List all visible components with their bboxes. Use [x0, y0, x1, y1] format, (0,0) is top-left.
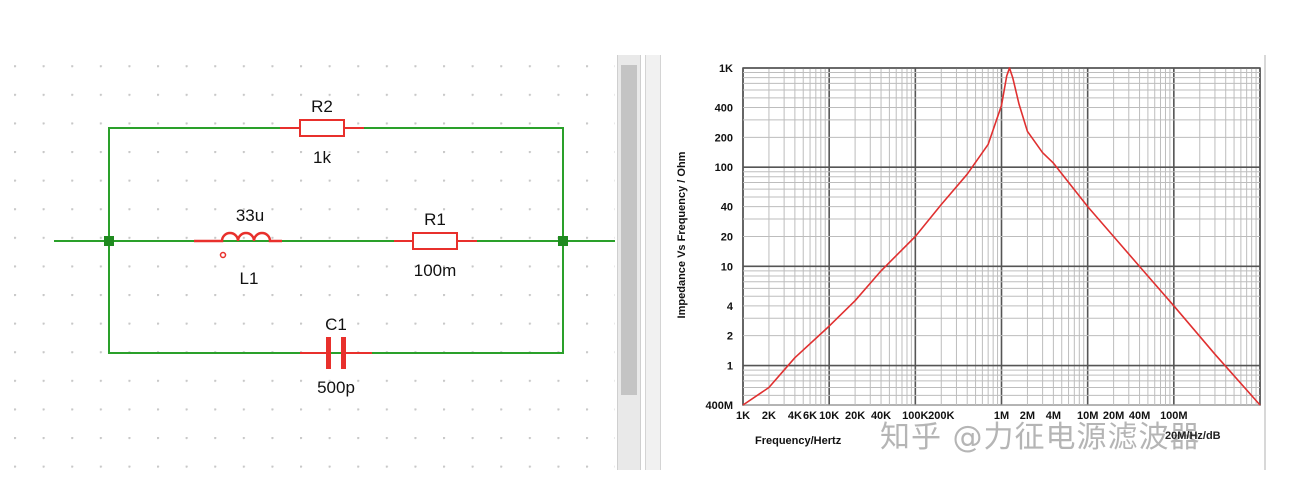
y-tick-label: 4 — [727, 301, 734, 313]
r2-ref-label: R2 — [311, 97, 333, 116]
y-tick-label: 1 — [727, 361, 733, 373]
y-tick-label: 200 — [715, 132, 733, 144]
y-tick-labels: 1K 400 200 100 40 20 10 4 2 1 400M — [705, 63, 733, 412]
x-tick-label: 4M — [1046, 410, 1061, 422]
y-tick-label: 100 — [715, 162, 733, 174]
scrollbar-thumb[interactable] — [621, 65, 637, 395]
right-border — [1264, 55, 1266, 470]
y-tick-label: 400M — [705, 400, 733, 412]
x-tick-label: 10M — [1077, 410, 1098, 422]
x-tick-label: 20M — [1103, 410, 1124, 422]
schematic-canvas: R2 1k 33u L1 R1 100m C1 500p — [0, 50, 618, 470]
y-tick-label: 10 — [721, 261, 733, 273]
x-tick-label: 200K — [928, 410, 954, 422]
r1-value-label: 100m — [414, 261, 457, 280]
x-tick-label: 20K — [845, 410, 865, 422]
x-tick-label: 10K — [819, 410, 839, 422]
c1-value-label: 500p — [317, 378, 355, 397]
inductor-l1[interactable]: 33u L1 — [194, 206, 282, 288]
junction-node-left — [104, 236, 114, 246]
capacitor-c1[interactable]: C1 500p — [300, 315, 372, 397]
l1-ref-label: L1 — [240, 269, 259, 288]
y-tick-label: 2 — [727, 331, 733, 343]
y-tick-label: 40 — [721, 202, 733, 214]
c1-ref-label: C1 — [325, 315, 347, 334]
y-tick-label: 400 — [715, 102, 733, 114]
y-tick-label: 20 — [721, 232, 733, 244]
vertical-scrollbar[interactable] — [617, 55, 641, 470]
circuit-schematic: R2 1k 33u L1 R1 100m C1 500p — [0, 0, 618, 483]
grid-dots — [0, 50, 615, 470]
y-tick-label: 1K — [719, 63, 733, 75]
x-tick-label: 40M — [1129, 410, 1150, 422]
watermark: 知乎 @力征电源滤波器 — [880, 420, 1201, 455]
x-tick-label: 100M — [1160, 410, 1188, 422]
x-axis-title: Frequency/Hertz — [755, 435, 842, 447]
y-axis-title: Impedance Vs Frequency / Ohm — [676, 151, 688, 318]
r1-ref-label: R1 — [424, 210, 446, 229]
junction-node-right — [558, 236, 568, 246]
x-axis-unit-fragment: 20M/Hz/dB — [1165, 430, 1221, 442]
x-tick-label: 2K — [762, 410, 776, 422]
x-tick-label: 100K — [902, 410, 928, 422]
x-tick-label: 4K — [788, 410, 802, 422]
x-tick-label: 2M — [1020, 410, 1035, 422]
impedance-curve — [742, 67, 1261, 406]
resistor-r2[interactable]: R2 1k — [280, 97, 364, 167]
panel-divider[interactable] — [645, 55, 661, 470]
plot-series — [742, 67, 1261, 406]
l1-value-label: 33u — [236, 206, 264, 225]
plot-grid — [742, 67, 1261, 406]
x-tick-label: 1K — [736, 410, 750, 422]
x-tick-label: 40K — [871, 410, 891, 422]
x-tick-label: 6K — [803, 410, 817, 422]
resistor-r1[interactable]: R1 100m — [394, 210, 477, 280]
polarity-dot-icon — [219, 251, 227, 259]
r2-value-label: 1k — [313, 148, 331, 167]
x-tick-label: 1M — [994, 410, 1009, 422]
